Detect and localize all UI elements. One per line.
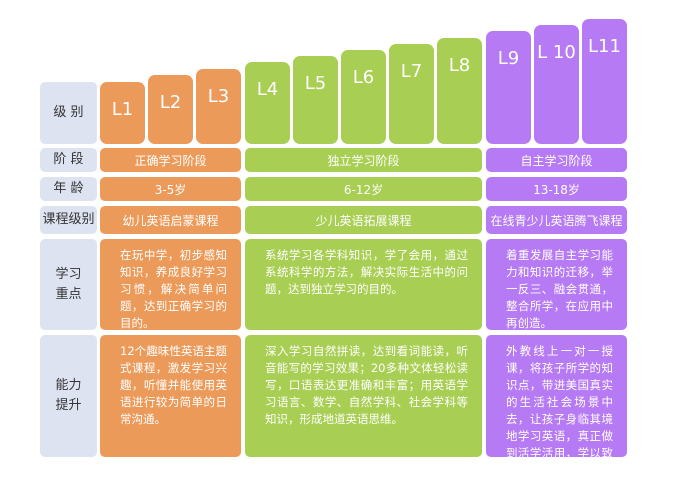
level-tile-l4: L4 bbox=[245, 62, 290, 144]
ability-text: 外教线上一对一授课，将孩子所学的知识点，带进美国真实的生活社会场景中去，让孩子身… bbox=[506, 344, 613, 477]
stage-text: 正确学习阶段 bbox=[134, 153, 207, 168]
focus-cell-orange: 在玩中学，初步感知知识，养成良好学习习惯，解决简单问题，达到正确学习的目的。 bbox=[100, 239, 241, 330]
level-tile-l3: L3 bbox=[196, 69, 241, 144]
stage-text: 独立学习阶段 bbox=[327, 153, 400, 168]
level-tile-l1: L1 bbox=[100, 82, 145, 144]
level-tile-label: L7 bbox=[400, 61, 423, 82]
side-label-stage: 阶 段 bbox=[40, 148, 97, 172]
side-label-stage-text: 阶 段 bbox=[53, 152, 84, 167]
course-text: 幼儿英语启蒙课程 bbox=[122, 213, 219, 228]
ability-cell-orange: 12个趣味性英语主题式课程，激发学习兴趣，听懂并能使用英语进行较为简单的日常沟通… bbox=[100, 335, 241, 457]
level-tile-label: L4 bbox=[256, 79, 279, 100]
level-tile-l8: L8 bbox=[437, 38, 482, 144]
level-tile-l5: L5 bbox=[293, 56, 338, 144]
side-label-focus-line1: 学习 bbox=[55, 266, 82, 282]
level-tile-l7: L7 bbox=[389, 44, 434, 144]
side-label-course-text: 课程级别 bbox=[42, 212, 95, 227]
ability-text: 12个趣味性英语主题式课程，激发学习兴趣，听懂并能使用英语进行较为简单的日常沟通… bbox=[120, 344, 227, 426]
ability-cell-green: 深入学习自然拼读，达到看词能读，听音能写的学习效果；20多种文体轻松读写，口语表… bbox=[245, 335, 482, 457]
side-label-focus-line2: 重点 bbox=[55, 286, 82, 302]
age-text: 3-5岁 bbox=[154, 182, 187, 197]
side-label-level: 级 别 bbox=[40, 82, 97, 144]
level-tile-l9: L9 bbox=[486, 31, 531, 144]
focus-cell-purple: 着重发展自主学习能力和知识的迁移，举一反三、融会贯通，整合所学，在应用中再创造。 bbox=[486, 239, 627, 330]
age-text: 6-12岁 bbox=[343, 182, 384, 197]
course-cell-purple: 在线青少儿英语腾飞课程 bbox=[486, 206, 627, 234]
stage-cell-orange: 正确学习阶段 bbox=[100, 148, 241, 172]
level-tile-label: L6 bbox=[352, 67, 375, 88]
side-label-ability-line2: 提升 bbox=[55, 398, 82, 413]
age-cell-orange: 3-5岁 bbox=[100, 177, 241, 201]
side-label-ability: 能力 提升 bbox=[40, 335, 97, 457]
focus-text: 在玩中学，初步感知知识，养成良好学习习惯，解决简单问题，达到正确学习的目的。 bbox=[120, 248, 227, 330]
age-text: 13-18岁 bbox=[533, 182, 580, 197]
level-tile-l11: L11 bbox=[582, 19, 627, 144]
focus-text: 着重发展自主学习能力和知识的迁移，举一反三、融会贯通，整合所学，在应用中再创造。 bbox=[506, 248, 613, 330]
side-label-focus: 学习 重点 bbox=[40, 239, 97, 330]
level-tile-label: L11 bbox=[588, 36, 621, 57]
level-tile-label: L8 bbox=[448, 55, 471, 76]
level-tile-label: L 10 bbox=[537, 42, 576, 63]
level-tile-l2: L2 bbox=[148, 75, 193, 144]
course-text: 在线青少儿英语腾飞课程 bbox=[490, 213, 623, 228]
side-label-age: 年 龄 bbox=[40, 177, 97, 201]
stage-cell-green: 独立学习阶段 bbox=[245, 148, 482, 172]
side-label-age-text: 年 龄 bbox=[53, 181, 84, 196]
level-tile-label: L1 bbox=[111, 99, 134, 120]
course-cell-orange: 幼儿英语启蒙课程 bbox=[100, 206, 241, 234]
side-label-ability-line1: 能力 bbox=[55, 378, 82, 393]
level-tile-l10: L 10 bbox=[534, 25, 579, 144]
level-tile-label: L3 bbox=[207, 86, 230, 107]
stage-cell-purple: 自主学习阶段 bbox=[486, 148, 627, 172]
age-cell-green: 6-12岁 bbox=[245, 177, 482, 201]
course-cell-green: 少儿英语拓展课程 bbox=[245, 206, 482, 234]
level-tile-label: L2 bbox=[159, 92, 182, 113]
focus-cell-green: 系统学习各学科知识，学了会用，通过系统科学的方法，解决实际生活中的问题，达到独立… bbox=[245, 239, 482, 330]
side-label-level-text: 级 别 bbox=[53, 105, 84, 120]
focus-text: 系统学习各学科知识，学了会用，通过系统科学的方法，解决实际生活中的问题，达到独立… bbox=[265, 248, 468, 296]
ability-text: 深入学习自然拼读，达到看词能读，听音能写的学习效果；20多种文体轻松读写，口语表… bbox=[265, 344, 468, 426]
course-text: 少儿英语拓展课程 bbox=[315, 213, 412, 228]
level-tile-label: L9 bbox=[497, 48, 520, 69]
level-tile-label: L5 bbox=[304, 73, 327, 94]
side-label-course: 课程级别 bbox=[40, 206, 97, 234]
level-tile-l6: L6 bbox=[341, 50, 386, 144]
ability-cell-purple: 外教线上一对一授课，将孩子所学的知识点，带进美国真实的生活社会场景中去，让孩子身… bbox=[486, 335, 627, 477]
stage-text: 自主学习阶段 bbox=[520, 153, 593, 168]
age-cell-purple: 13-18岁 bbox=[486, 177, 627, 201]
